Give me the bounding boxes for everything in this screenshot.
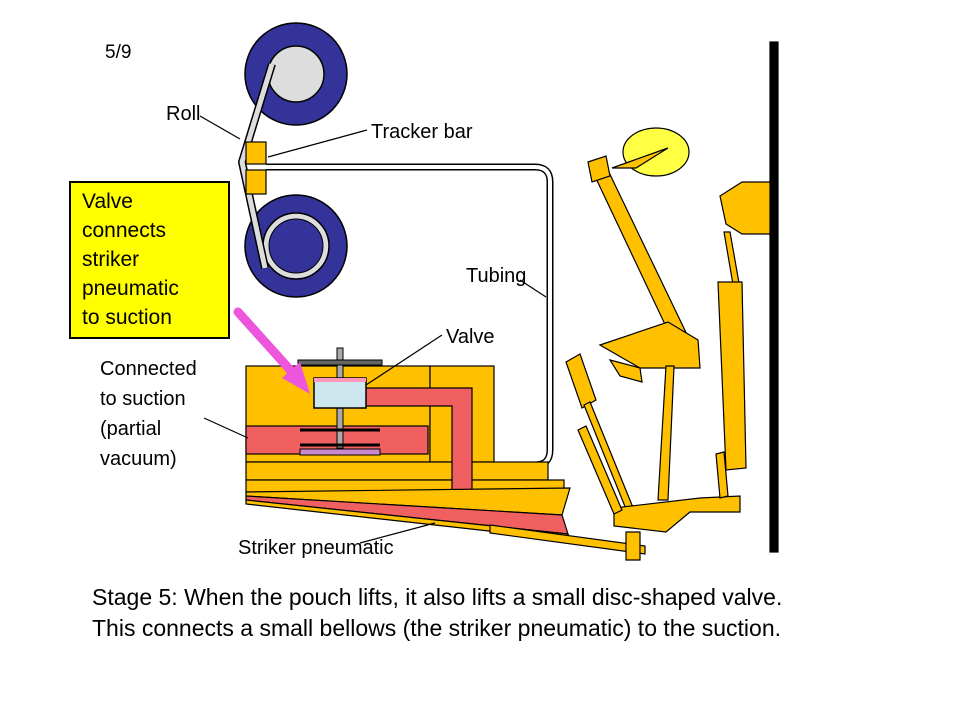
label-tracker-bar: Tracker bar: [371, 121, 473, 143]
hammer-shank: [591, 161, 693, 353]
tracker-bar-lower: [245, 169, 267, 195]
label-connected-line: Connected: [100, 358, 197, 380]
caption-line: Stage 5: When the pouch lifts, it also l…: [92, 584, 783, 610]
lower-roll: [244, 194, 348, 298]
piano-action: [565, 41, 779, 561]
callout-box: Valve connects striker pneumatic to suct…: [69, 181, 230, 339]
callout-line: Valve: [82, 190, 133, 213]
callout-line: to suction: [82, 306, 172, 329]
label-connected-line: to suction: [100, 388, 186, 410]
tracker-bar-upper: [245, 141, 267, 165]
leader-lines: [199, 115, 547, 544]
callout-line: striker: [82, 248, 140, 271]
page-number: 5/9: [105, 42, 132, 63]
valve-arrow: [233, 307, 310, 394]
striker-pneumatic: [245, 487, 646, 555]
caption: Stage 5: When the pouch lifts, it also l…: [92, 582, 932, 644]
label-roll: Roll: [166, 103, 201, 125]
label-connected-to-suction: Connected to suction (partial vacuum): [100, 354, 197, 474]
valve-assembly: [297, 347, 383, 456]
label-connected-line: (partial: [100, 418, 162, 440]
callout-line: pneumatic: [82, 277, 179, 300]
caption-line: This connects a small bellows (the strik…: [92, 615, 782, 641]
callout-line: connects: [82, 219, 167, 242]
label-valve: Valve: [446, 326, 495, 348]
upper-roll: [244, 22, 348, 126]
label-connected-line: vacuum): [100, 448, 177, 470]
label-striker-pneumatic: Striker pneumatic: [238, 537, 394, 559]
label-tubing: Tubing: [466, 265, 527, 287]
